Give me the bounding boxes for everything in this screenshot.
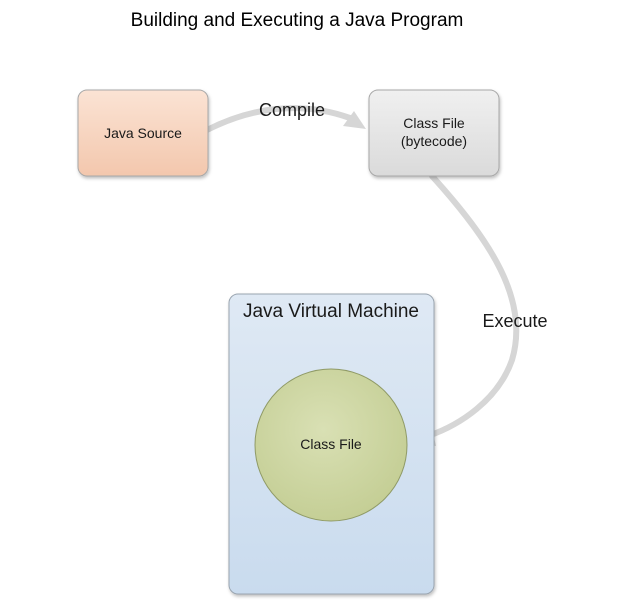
- class-file-bytecode-label-line2: (bytecode): [401, 133, 467, 149]
- class-file-bytecode-label-line1: Class File: [403, 115, 465, 131]
- class-file-in-jvm-label: Class File: [300, 436, 362, 452]
- execute-label: Execute: [482, 311, 547, 331]
- java-source-label: Java Source: [104, 125, 182, 141]
- diagram-title: Building and Executing a Java Program: [131, 10, 464, 31]
- compile-arrow: [204, 105, 366, 133]
- compile-label: Compile: [259, 100, 325, 120]
- class-file-bytecode-node: Class File (bytecode): [368, 89, 500, 177]
- class-file-in-jvm-node: Class File: [254, 368, 408, 522]
- java-source-node: Java Source: [77, 89, 209, 177]
- jvm-label: Java Virtual Machine: [243, 301, 419, 322]
